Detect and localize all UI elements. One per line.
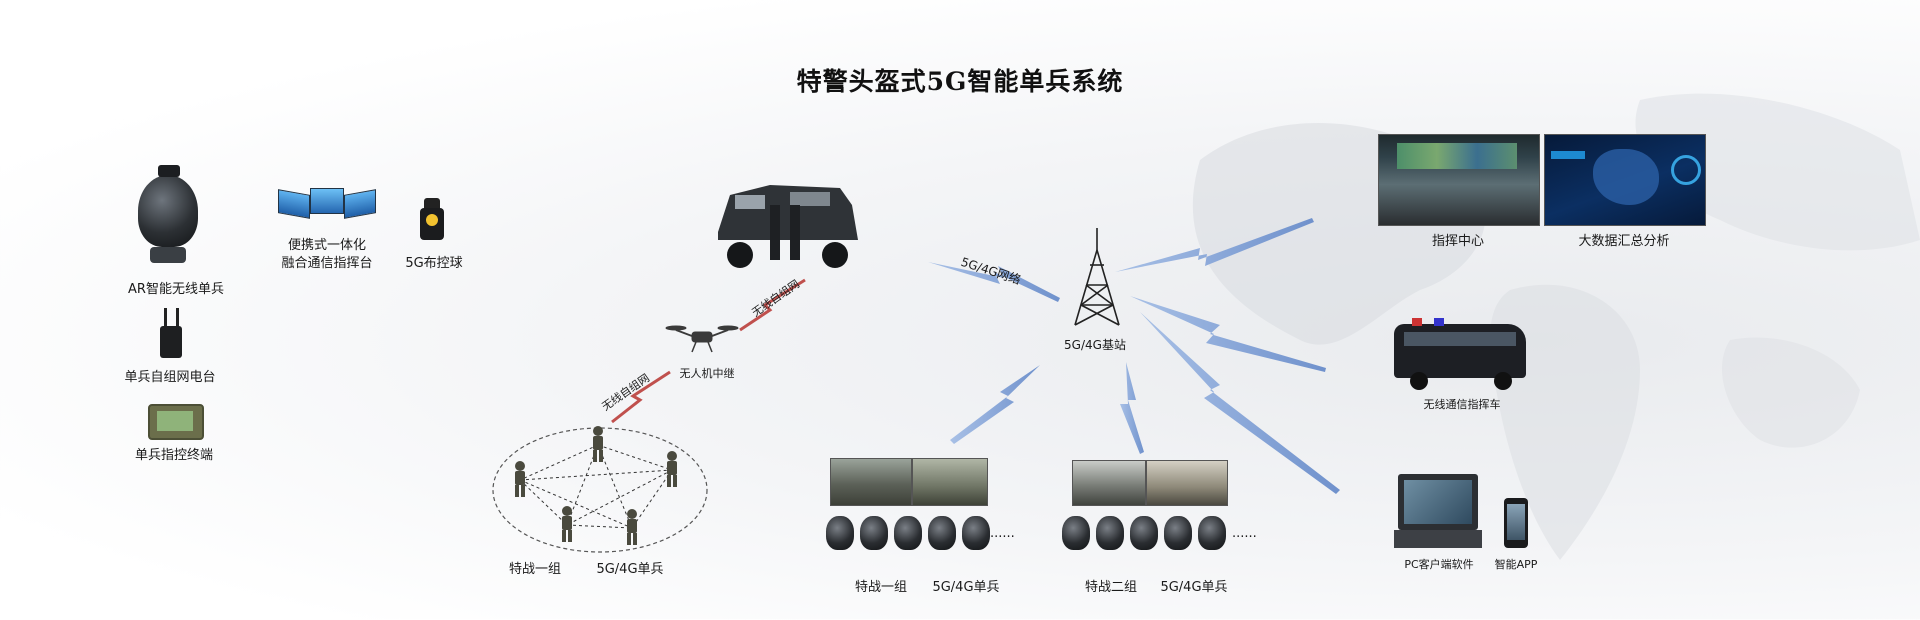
pc-client-label: PC客户端软件 xyxy=(1404,558,1474,571)
command-vehicle-label: 无线通信指挥车 xyxy=(1423,398,1501,411)
radio-label: 单兵自组网电台 xyxy=(124,370,216,385)
team2-photo-left xyxy=(1072,460,1146,506)
diagram-title: 特警头盔式5G智能单兵系统 xyxy=(796,67,1124,96)
smartphone-image xyxy=(1504,498,1528,548)
radio-image xyxy=(160,308,184,358)
ring-mesh xyxy=(519,444,673,529)
team1-helmets xyxy=(826,516,996,552)
team2-label: 特战二组 xyxy=(1084,580,1137,595)
command-center-label: 指挥中心 xyxy=(1431,234,1484,249)
adhoc-link-lower xyxy=(611,370,671,424)
ring-unit-label: 5G/4G单兵 xyxy=(596,562,664,577)
base-station-label: 5G/4G基站 xyxy=(1064,338,1126,352)
team1-unit-label: 5G/4G单兵 xyxy=(932,580,1000,595)
team2-unit-label: 5G/4G单兵 xyxy=(1160,580,1228,595)
bolt-to-command-center xyxy=(1115,218,1314,272)
tower-icon xyxy=(1074,228,1120,326)
team2-ellipsis: ...... xyxy=(1232,526,1257,541)
laptop-console-label-line1: 便携式一体化 xyxy=(287,238,366,253)
team1-label: 特战一组 xyxy=(854,580,907,595)
bolt-to-team2 xyxy=(1120,362,1144,454)
big-data-label: 大数据汇总分析 xyxy=(1578,234,1670,249)
adhoc-ring xyxy=(492,427,708,553)
team2-photo-right xyxy=(1146,460,1228,506)
team1-photo-left xyxy=(830,458,912,506)
ar-helmet-image xyxy=(130,165,205,265)
terminal-label: 单兵指控终端 xyxy=(134,448,213,463)
drone-icon xyxy=(665,325,739,353)
team1-ellipsis: ...... xyxy=(990,526,1015,541)
ring-team-label: 特战一组 xyxy=(508,562,561,577)
camera-ball-image xyxy=(420,198,444,242)
team2-helmets xyxy=(1062,516,1232,552)
armored-vehicle-image xyxy=(718,185,858,268)
drone-label: 无人机中继 xyxy=(679,367,735,380)
adhoc-link-upper xyxy=(739,278,806,332)
ring-soldiers xyxy=(515,426,677,545)
bolt-to-vehicle xyxy=(1130,296,1326,372)
bolt-to-team1 xyxy=(950,365,1040,444)
command-center-image xyxy=(1378,134,1540,226)
camera-ball-label: 5G布控球 xyxy=(405,256,463,271)
command-vehicle-image xyxy=(1394,318,1530,390)
bolt-to-network-left xyxy=(928,262,1060,302)
app-label: 智能APP xyxy=(1494,558,1538,571)
team1-photo-right xyxy=(912,458,988,506)
laptop-console-image xyxy=(278,186,376,220)
ar-helmet-label: AR智能无线单兵 xyxy=(128,282,224,297)
pc-client-image xyxy=(1394,474,1482,550)
big-data-image xyxy=(1544,134,1706,226)
terminal-image xyxy=(148,404,204,440)
laptop-console-label-line2: 融合通信指挥台 xyxy=(281,256,373,271)
bolt-to-client xyxy=(1140,312,1340,494)
